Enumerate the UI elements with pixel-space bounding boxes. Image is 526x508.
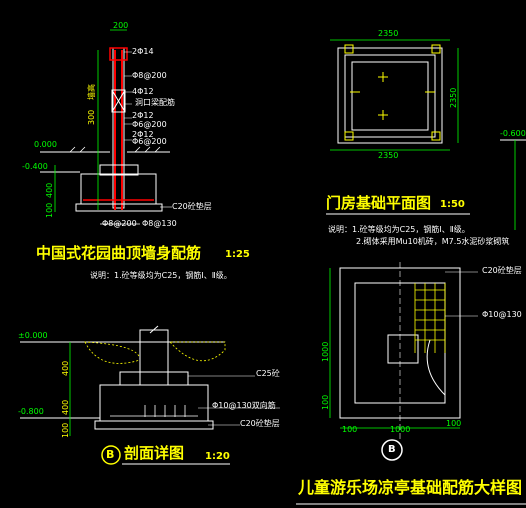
wall-section-drawing <box>40 29 172 225</box>
d5-label-pad: C20砼垫层 <box>482 266 522 275</box>
d3-level: -0.600 <box>500 129 526 138</box>
partial-section-drawing <box>500 139 526 230</box>
plan-corner-tl <box>344 44 354 54</box>
d5-title: 儿童游乐场凉亭基础配筋大样图 <box>298 478 523 497</box>
d1-label-8: Φ6@200 <box>132 137 167 146</box>
detail-pad <box>94 420 214 430</box>
plan-mid <box>344 54 436 138</box>
foundation-plan-drawing <box>326 39 470 215</box>
d1-wall-height: 墙高 <box>87 84 96 100</box>
d1-label-2: Φ8@200 <box>132 71 167 80</box>
detail-column <box>139 329 169 386</box>
detail-footing-top <box>119 371 189 386</box>
d2-title: 门房基础平面图 <box>326 194 432 212</box>
d4-scale: 1:20 <box>205 451 230 462</box>
pav-column <box>387 334 419 364</box>
d5-dim-v2: 100 <box>321 394 330 410</box>
detail-break <box>149 325 159 334</box>
d1-label-4: 洞口梁配筋 <box>135 98 175 107</box>
d1-label-pad: C20砼垫层 <box>172 202 212 211</box>
d4-dim-3: 100 <box>61 422 70 438</box>
opening-cross2 <box>111 89 126 113</box>
d5-dim-b3: 100 <box>446 419 462 428</box>
d5-badge: B <box>388 444 396 455</box>
plan-outer <box>337 47 443 144</box>
plan-axis-marks <box>350 72 435 120</box>
d1-level-ground: 0.000 <box>34 140 57 149</box>
detail-badge-circle <box>101 445 121 465</box>
plan-corner-br <box>431 131 441 141</box>
pav-leaders <box>445 271 478 317</box>
pavilion-foundation-drawing <box>296 262 526 505</box>
d1-label-bot1: Φ8@200 <box>102 219 137 228</box>
d4-title: 剖面详图 <box>124 444 185 462</box>
soil-right <box>169 341 226 362</box>
soil-hatch <box>69 146 161 153</box>
d5-dim-v1: 1000 <box>321 341 330 362</box>
leader-lines <box>124 51 132 141</box>
d1-label-3: 4Φ12 <box>132 87 154 96</box>
d1-scale: 1:25 <box>225 249 250 260</box>
plan-corner-tr <box>431 44 441 54</box>
wall-pad <box>75 203 163 212</box>
d1-label-7: 2Φ12 <box>132 130 154 139</box>
pav-rebar-grid <box>414 283 446 353</box>
d2-note-2: 2.砌体采用Mu10机砖，M7.5水泥砂浆砌筑 <box>356 237 510 246</box>
section-detail-drawing <box>20 325 280 465</box>
d4-badge: B <box>106 448 115 461</box>
d2-scale: 1:50 <box>440 199 465 210</box>
opening-beam <box>111 89 126 113</box>
d1-level-foundation: -0.400 <box>22 162 48 171</box>
plan-inner <box>351 61 429 131</box>
d2-dim-bottom: 2350 <box>378 151 399 160</box>
d1-dim-100: 100 <box>45 202 54 218</box>
detail-rebar <box>110 405 198 417</box>
d4-label-concrete: C25砼 <box>256 369 280 378</box>
d1-label-6: Φ6@200 <box>132 120 167 129</box>
d1-dim-400: 400 <box>45 182 54 198</box>
d1-title: 中国式花园曲顶墙身配筋 <box>36 244 202 262</box>
d1-top-width: 200 <box>113 21 129 30</box>
d4-dim-1: 400 <box>61 360 70 376</box>
d4-level-bottom: -0.800 <box>18 407 44 416</box>
d4-dim-2: 400 <box>61 399 70 415</box>
pav-hatch-curve <box>426 339 446 396</box>
d5-dim-b1: 100 <box>342 425 358 434</box>
d4-label-rebar: Φ10@130双向筋 <box>212 401 276 410</box>
d2-dim-side: 2350 <box>449 87 458 108</box>
soil-left <box>84 341 141 364</box>
wall-cap <box>109 47 128 61</box>
d4-level-top: ±0.000 <box>18 331 48 340</box>
wall-footing-inner <box>99 164 139 176</box>
d2-dim-top: 2350 <box>378 29 399 38</box>
d1-label-5: 2Φ12 <box>132 111 154 120</box>
d4-label-pad: C20砼垫层 <box>240 419 280 428</box>
d1-label-bot2: Φ8@130 <box>142 219 177 228</box>
d1-label-1: 2Φ14 <box>132 47 154 56</box>
detail-leaders <box>188 375 280 426</box>
d1-note: 说明：1.砼等级均为C25，钢筋Ⅰ、Ⅱ级。 <box>90 271 232 280</box>
d5-label-rebar: Φ10@130 <box>482 310 522 319</box>
d5-dim-b2: 1000 <box>390 425 411 434</box>
pav-badge-circle <box>381 439 403 461</box>
plan-corner-bl <box>344 131 354 141</box>
d1-dim-300: 300 <box>87 109 96 125</box>
d2-note-1: 说明：1.砼等级均为C25，钢筋Ⅰ、Ⅱ级。 <box>328 225 470 234</box>
